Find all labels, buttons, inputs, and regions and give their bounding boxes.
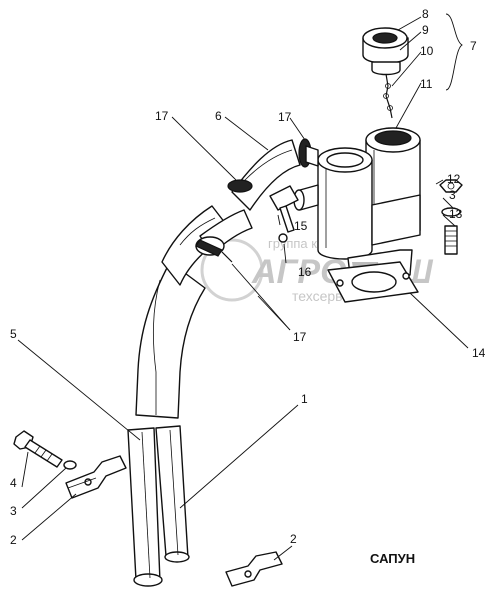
cap-assembly: [362, 27, 409, 119]
label-3-right: 3: [449, 188, 456, 202]
label-17-top: 17: [278, 110, 292, 124]
label-17-left: 17: [155, 109, 169, 123]
stud-nut-right: [439, 179, 463, 255]
label-15: 15: [294, 219, 308, 233]
diagram-title: САПУН: [370, 551, 415, 566]
bracket-2-bottom: [225, 551, 283, 587]
label-4: 4: [10, 476, 17, 490]
bolt-4: [13, 430, 77, 470]
bracket-2-left: [65, 455, 127, 499]
label-17-bottom: 17: [293, 330, 307, 344]
label-1: 1: [301, 392, 308, 406]
label-2-left: 2: [10, 533, 17, 547]
callout-labels: 8 9 10 7 11 17 6 17 12 3 13 15 16 17 14 …: [10, 7, 486, 547]
label-13: 13: [449, 207, 463, 221]
label-16: 16: [298, 265, 312, 279]
label-7: 7: [470, 39, 477, 53]
fitting-15-16: [269, 185, 299, 243]
label-9: 9: [422, 23, 429, 37]
label-8: 8: [422, 7, 429, 21]
label-5: 5: [10, 327, 17, 341]
label-2-bottom: 2: [290, 532, 297, 546]
label-11: 11: [420, 77, 433, 91]
label-6: 6: [215, 109, 222, 123]
pipe-5: [127, 261, 206, 587]
leader-lines: [17, 13, 469, 561]
label-10: 10: [420, 44, 434, 58]
breather-housing: [293, 127, 421, 276]
label-12: 12: [447, 172, 461, 186]
label-14: 14: [472, 346, 486, 360]
gasket-14: [327, 261, 419, 303]
label-3-left: 3: [10, 504, 17, 518]
